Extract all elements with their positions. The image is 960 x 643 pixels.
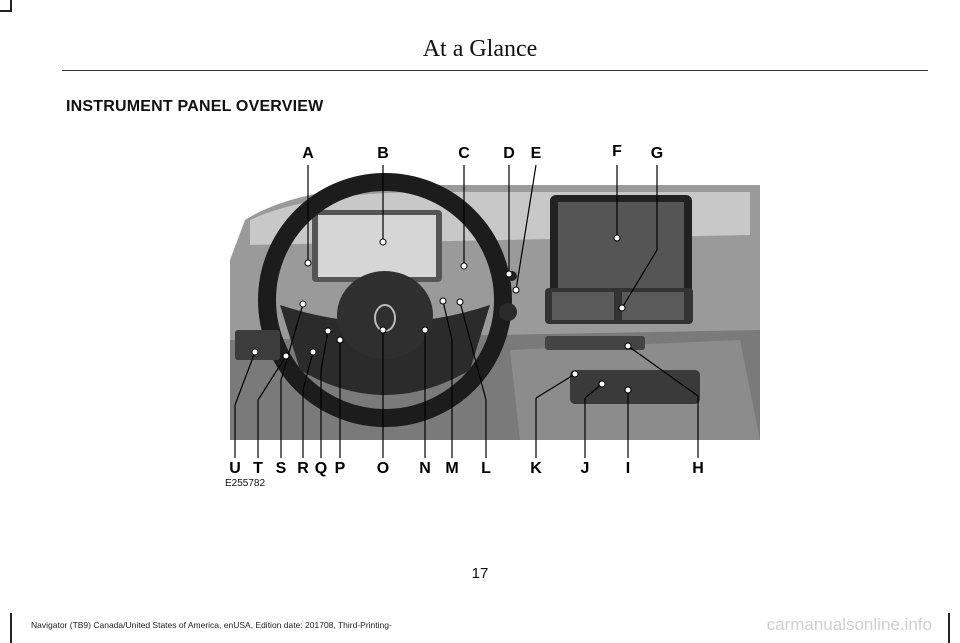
crop-mark-bottom-left xyxy=(0,613,12,643)
callout-dots xyxy=(251,234,632,394)
vent-left xyxy=(552,292,614,320)
callout-label-u: U xyxy=(229,460,241,477)
crop-mark-top-left xyxy=(0,0,12,12)
figure-id: E255782 xyxy=(225,478,266,489)
callout-label-q: Q xyxy=(315,460,327,477)
steering-wheel-rim xyxy=(258,173,512,427)
callout-label-i: I xyxy=(626,460,630,477)
callout-label-l: L xyxy=(481,460,491,477)
page-number: 17 xyxy=(471,565,489,582)
section-heading: INSTRUMENT PANEL OVERVIEW xyxy=(66,98,324,115)
hazard-button-strip xyxy=(545,336,645,350)
callout-label-e: E xyxy=(531,145,542,162)
callout-label-g: G xyxy=(651,145,663,162)
steering-wheel-hub xyxy=(337,271,433,359)
callout-label-t: T xyxy=(253,460,263,477)
instrument-panel-figure: A B C D E F G U T S R Q P O N M L K J I … xyxy=(220,140,760,500)
callout-label-c: C xyxy=(458,145,470,162)
leader-lines-top xyxy=(307,164,658,309)
callout-label-o: O xyxy=(377,460,389,477)
callout-label-b: B xyxy=(377,145,389,162)
callout-label-s: S xyxy=(276,460,287,477)
callout-label-d: D xyxy=(503,145,515,162)
left-switch-panel xyxy=(235,330,280,360)
page-header-title: At a Glance xyxy=(422,36,538,62)
vent-right xyxy=(622,292,684,320)
climate-panel xyxy=(570,370,700,404)
leader-lines-bottom xyxy=(234,300,699,458)
callout-label-j: J xyxy=(581,460,590,477)
footer-edition-text: Navigator (TB9) Canada/United States of … xyxy=(31,620,392,630)
callout-label-p: P xyxy=(335,460,346,477)
callout-label-k: K xyxy=(530,460,542,477)
start-button xyxy=(499,303,517,321)
callout-label-n: N xyxy=(419,460,431,477)
crop-mark-bottom-right xyxy=(948,613,960,643)
callout-label-f: F xyxy=(612,143,622,160)
header-divider xyxy=(62,70,928,71)
callout-label-m: M xyxy=(445,460,458,477)
watermark: carmanualsonline.info xyxy=(766,615,932,634)
touchscreen xyxy=(558,202,684,288)
callout-label-a: A xyxy=(302,145,314,162)
instrument-panel-illustration: A B C D E F G U T S R Q P O N M L K J I … xyxy=(229,143,760,477)
cluster-screen xyxy=(318,215,436,277)
callout-label-h: H xyxy=(692,460,704,477)
callout-label-r: R xyxy=(297,460,309,477)
